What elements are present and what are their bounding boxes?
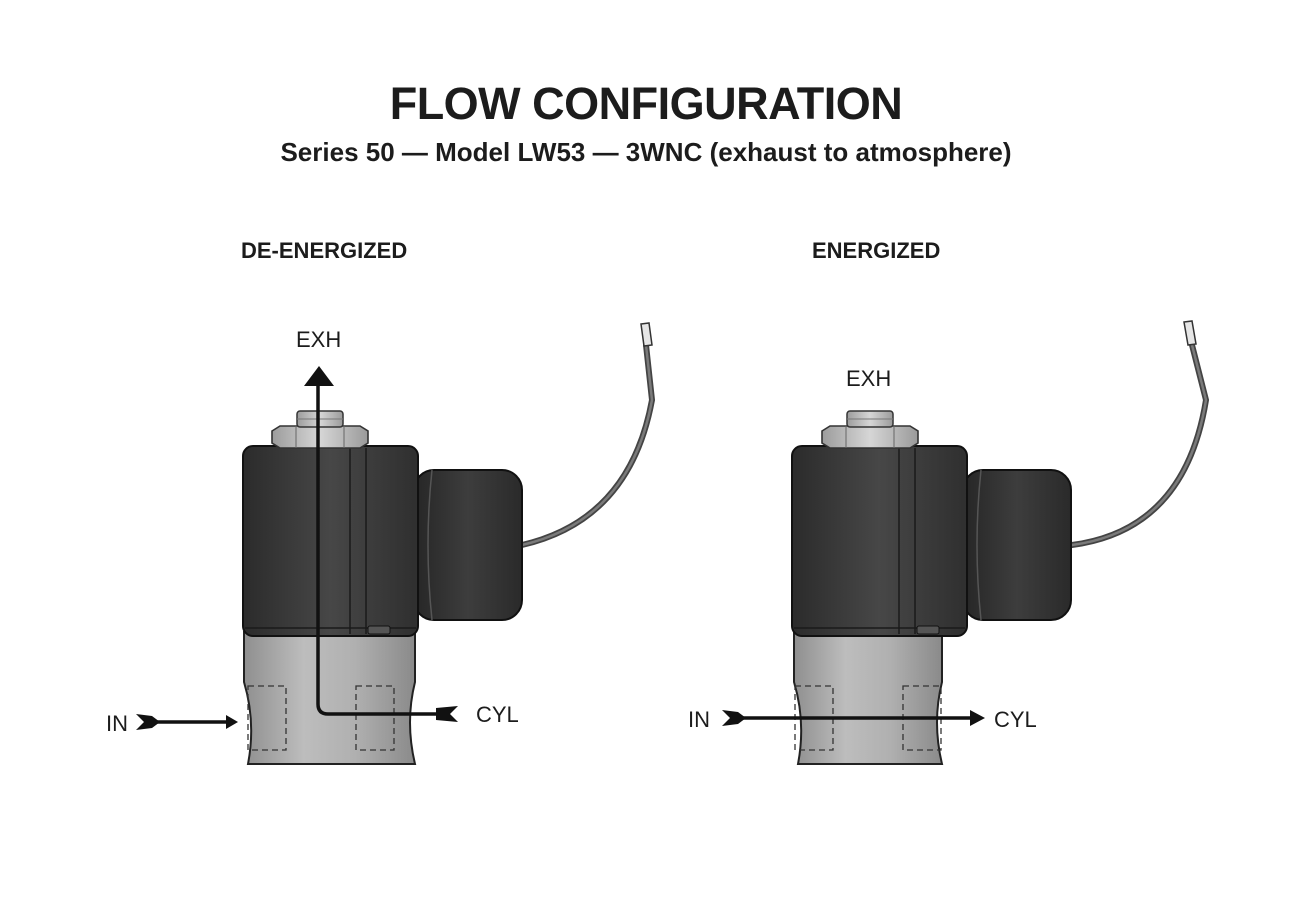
lead-wire — [1069, 342, 1210, 548]
port-label-exh: EXH — [846, 366, 891, 391]
coil-housing — [791, 445, 968, 637]
hidden-port-cylinder — [355, 685, 395, 751]
state-label-de-energized: DE-ENERGIZED — [241, 238, 408, 263]
port-label-cyl: CYL — [994, 707, 1037, 732]
valve-body — [793, 631, 944, 765]
port-label-exh: EXH — [296, 327, 341, 352]
in-arrowhead — [226, 715, 238, 729]
page-title: FLOW CONFIGURATION — [389, 78, 903, 129]
in-tail-feather — [722, 710, 746, 726]
port-label-in: IN — [688, 707, 710, 732]
hidden-port-inlet — [247, 685, 287, 751]
flow-arrow-cyl-to-exh — [316, 384, 438, 716]
state-label-energized: ENERGIZED — [812, 238, 941, 263]
cyl-tail-feather — [436, 706, 458, 722]
coil-housing — [242, 445, 419, 637]
cyl-arrowhead — [970, 710, 985, 726]
wire-tip — [640, 322, 653, 347]
in-tail-feather — [136, 714, 160, 730]
hex-nut — [821, 425, 919, 449]
valve-de-energized: EXH IN CYL — [106, 322, 656, 765]
port-label-in: IN — [106, 711, 128, 736]
wire-tip — [1183, 320, 1197, 346]
port-label-cyl: CYL — [476, 702, 519, 727]
valve-body — [243, 631, 417, 765]
hex-nut — [271, 425, 369, 449]
page-subtitle: Series 50 — Model LW53 — 3WNC (exhaust t… — [280, 137, 1012, 167]
valve-energized: EXH IN CYL — [688, 320, 1210, 765]
exh-arrowhead — [304, 366, 334, 386]
